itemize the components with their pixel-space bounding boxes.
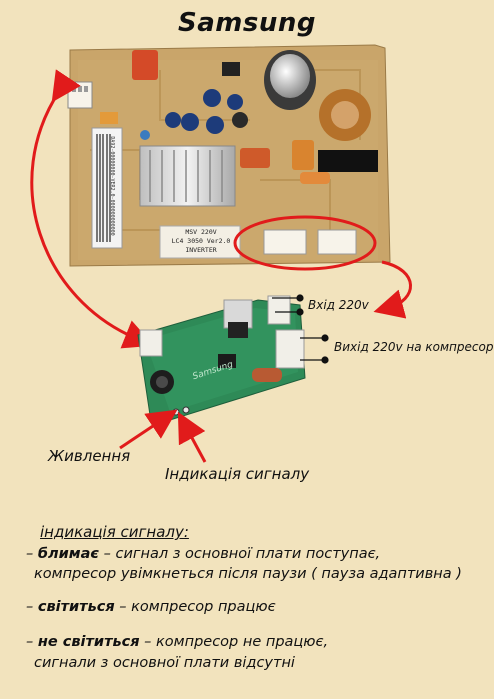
page-title: Samsung <box>178 8 316 38</box>
legend-item-2-text: – компресор працює <box>114 599 276 615</box>
legend-item-2-bold: світиться <box>37 599 115 615</box>
callout-signal: Індикація сигналу <box>165 465 310 483</box>
legend-item-1-line2: компресор увімкнеться після паузи ( пауз… <box>34 566 462 582</box>
board-label-text: MSV 220V LC4 3050 Ver2.0 INVERTER <box>162 228 240 255</box>
board-label-line1: MSV 220V <box>185 228 217 236</box>
legend-item-1: – блимає – сигнал з основної плати посту… <box>26 546 381 562</box>
legend-item-3-bold: не світиться <box>37 634 140 650</box>
callout-leaders <box>272 294 329 364</box>
callout-input: Вхід 220v <box>308 298 369 312</box>
board-label-line3: INVERTER <box>185 246 217 254</box>
callout-power: Живлення <box>48 447 131 465</box>
legend-item-1-text: – сигнал з основної плати поступає, <box>99 546 381 562</box>
legend-item-3: – не світиться – компресор не працює, <box>26 634 329 650</box>
relay <box>132 50 158 80</box>
barcode-text: DA92-00000000-VER2.0-000000000000 <box>109 136 115 236</box>
legend-item-3-text: – компресор не працює, <box>139 634 329 650</box>
arrow-power <box>119 409 178 450</box>
legend-item-3-line2: сигнали з основної плати відсутні <box>34 655 295 671</box>
ic-chip <box>222 62 240 76</box>
legend-item-2: – світиться – компресор працює <box>26 599 276 615</box>
barcode-sticker <box>91 127 123 249</box>
power-module <box>318 150 378 172</box>
legend-heading: індикація сигналу: <box>40 523 189 541</box>
arrow-to-inverter <box>373 260 412 319</box>
inverter-board <box>137 295 306 421</box>
highlight-ellipse <box>233 215 377 271</box>
board-label-line2: LC4 3050 Ver2.0 <box>171 237 231 245</box>
coil <box>319 89 371 141</box>
callout-output: Вихід 220v на компресор <box>334 340 494 354</box>
arrow-signal <box>177 411 207 463</box>
arrow-connector-link <box>30 69 154 349</box>
board-label <box>159 225 241 259</box>
legend-item-1-bold: блимає <box>37 546 99 562</box>
main-output-connectors <box>263 229 357 255</box>
heatsink <box>139 145 236 207</box>
large-capacitor <box>264 50 316 110</box>
main-connector-top-left <box>67 81 93 109</box>
